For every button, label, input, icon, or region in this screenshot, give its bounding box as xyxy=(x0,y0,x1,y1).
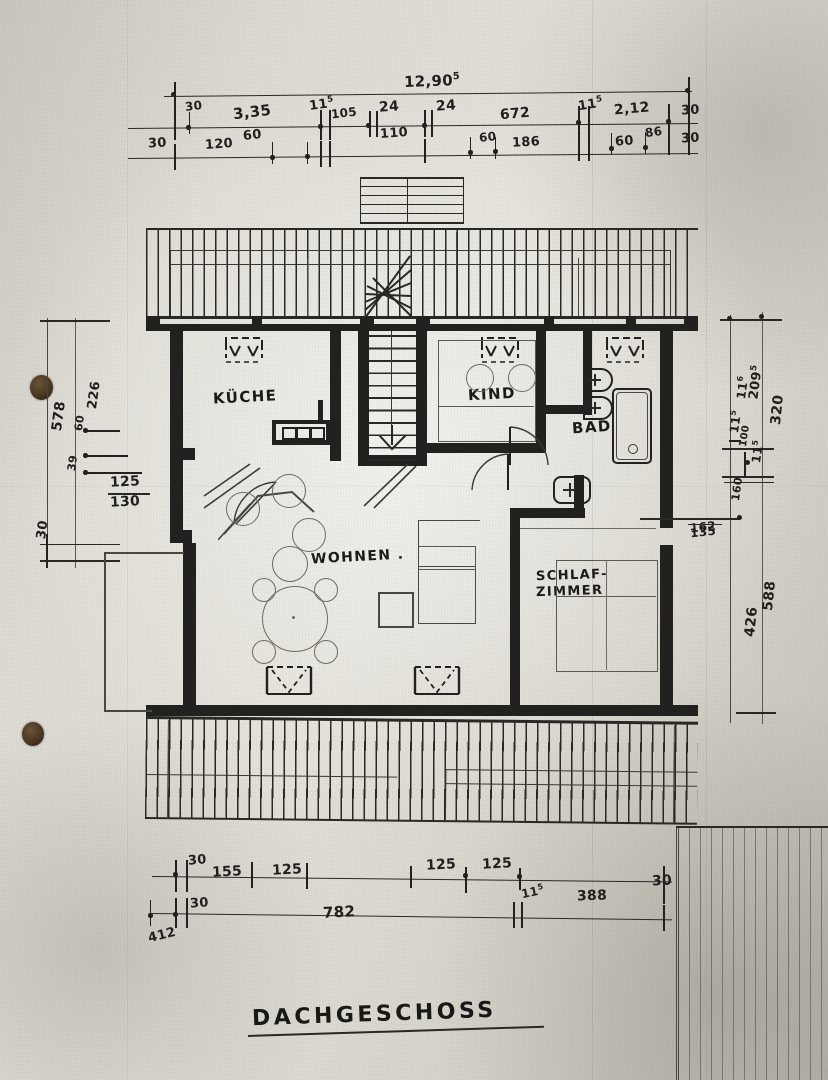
coffee-table xyxy=(378,592,414,628)
dim-top2-1: 120 xyxy=(204,136,234,153)
dim-bot1-2: 125 xyxy=(271,861,303,879)
dim-left-6: 130 xyxy=(109,493,141,511)
dim-right-10: 135 xyxy=(689,523,717,541)
stair-run-lower xyxy=(203,463,261,509)
detail-line xyxy=(676,826,828,828)
sofa-cushion xyxy=(272,474,306,508)
dim-top2-8: 30 xyxy=(680,130,701,147)
stair-run-upper xyxy=(364,255,412,319)
dim-left-3: 39 xyxy=(65,454,81,472)
bedroom-line xyxy=(606,560,607,670)
kind-circle xyxy=(508,364,536,392)
kitchen-counter xyxy=(272,420,334,446)
dining-chair xyxy=(252,640,276,664)
armchair xyxy=(418,566,476,624)
dim-top1-8: 2,12 xyxy=(613,99,651,119)
dim-top1-5: 24 xyxy=(435,97,457,115)
dim-right-5: 115 xyxy=(748,439,766,465)
dim-top2-3: 110 xyxy=(379,125,409,142)
dim-top2-2: 60 xyxy=(242,127,263,144)
paper-crease xyxy=(706,0,707,1080)
dim-bot2-1: 782 xyxy=(322,902,356,922)
furniture-line xyxy=(418,520,419,570)
bathroom-basin xyxy=(553,476,591,504)
dim-bot1-0: 30 xyxy=(187,852,208,869)
dining-chair xyxy=(314,640,338,664)
dim-top1-6: 672 xyxy=(499,104,531,124)
bedroom-bed xyxy=(556,560,658,672)
dim-bot2-3: 388 xyxy=(576,887,608,905)
sofa-cushion xyxy=(272,546,308,582)
bathroom-sink xyxy=(583,368,613,392)
dining-chair xyxy=(314,578,338,602)
roof-window-symbol xyxy=(225,337,263,363)
table-center xyxy=(292,616,295,619)
roof-window-symbol xyxy=(413,666,461,695)
dim-bot1-1: 155 xyxy=(211,863,243,881)
dim-bot1-4: 125 xyxy=(481,855,513,873)
dim-top2-7: 86 xyxy=(644,123,664,141)
sofa-cushion xyxy=(226,492,260,526)
armchair xyxy=(418,546,476,570)
dim-left-2: 60 xyxy=(72,414,88,432)
left-outline xyxy=(104,552,106,712)
kind-shelf xyxy=(438,406,534,407)
roof-rafter-band-bottom xyxy=(144,716,698,830)
kind-circle xyxy=(466,364,494,392)
adjacent-roof-edge xyxy=(676,826,677,1080)
stair-down-arrow xyxy=(378,425,407,451)
dim-left-5: 125 xyxy=(109,473,141,491)
left-outline xyxy=(104,552,184,554)
roof-window-symbol xyxy=(265,666,313,695)
dining-table xyxy=(262,586,328,652)
bathroom-bathtub xyxy=(612,388,652,464)
paper-crease xyxy=(127,0,128,1080)
dim-right-3: 320 xyxy=(768,394,788,426)
dining-chair xyxy=(252,578,276,602)
dim-top2-4: 60 xyxy=(478,129,497,145)
adjacent-roof-hatch xyxy=(678,826,828,1080)
dim-top1-0: 30 xyxy=(184,97,204,115)
dim-top1-4: 24 xyxy=(378,98,400,116)
furniture-line xyxy=(418,520,480,521)
sofa-cushion xyxy=(292,518,326,552)
room-label-kueche: KÜCHE xyxy=(212,386,278,408)
door-swing xyxy=(509,426,549,466)
dim-top2-0: 30 xyxy=(147,135,168,152)
kitchen-counter-side xyxy=(318,400,323,424)
roof-window-symbol xyxy=(606,337,644,363)
punch-hole xyxy=(30,375,53,400)
paper-crease xyxy=(592,0,593,1080)
bathroom-wc xyxy=(583,396,613,420)
door-swing xyxy=(471,453,509,491)
dim-bot2-0: 30 xyxy=(189,895,210,912)
dim-top2-6: 60 xyxy=(614,133,635,150)
dim-tick xyxy=(663,866,665,904)
punch-hole xyxy=(22,722,44,746)
left-outline xyxy=(104,710,152,712)
roof-window-symbol xyxy=(481,337,519,363)
dim-top1-9: 30 xyxy=(680,102,701,119)
kind-bed xyxy=(438,340,536,442)
bedroom-line xyxy=(520,528,656,529)
dim-right-7: 588 xyxy=(760,580,780,612)
dim-right-8: 426 xyxy=(742,606,762,638)
dim-top2-5: 186 xyxy=(511,134,541,151)
stair-run-lower xyxy=(363,463,417,509)
dim-overall-top: 12,905 xyxy=(403,71,461,91)
dim-left-4: 30 xyxy=(34,519,52,541)
dim-bot1-3: 125 xyxy=(425,856,457,874)
paper-crease xyxy=(0,486,828,487)
